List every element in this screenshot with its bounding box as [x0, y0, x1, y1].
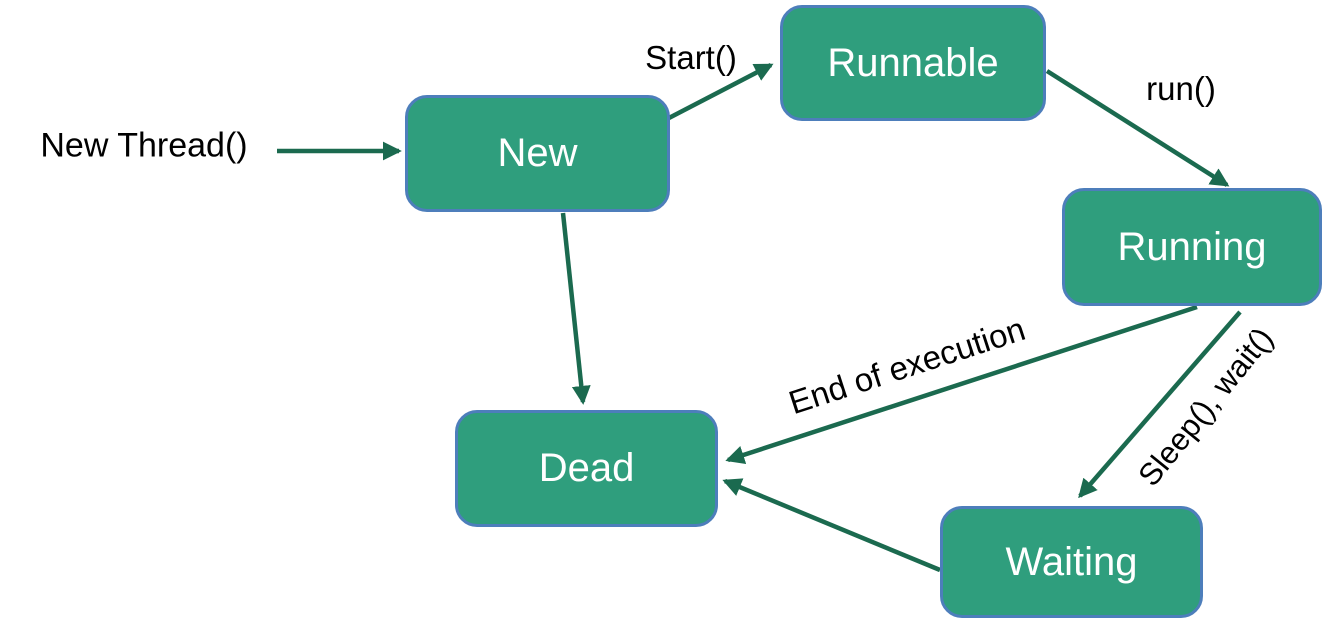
state-node-waiting-label: Waiting: [1005, 539, 1138, 584]
state-node-runnable: Runnable: [780, 5, 1046, 121]
state-node-running: Running: [1062, 188, 1322, 306]
arrow-new-to-runnable: [665, 63, 774, 121]
arrow-waiting-to-dead: [722, 478, 941, 573]
state-node-dead-label: Dead: [538, 446, 635, 490]
state-node-new-label: New: [497, 131, 578, 175]
state-node-new: New: [405, 95, 670, 212]
edge-label-new-thread: New Thread(): [40, 126, 248, 165]
state-node-dead: Dead: [455, 410, 718, 527]
state-node-running-label: Running: [1117, 224, 1267, 269]
arrow-new-to-dead: [560, 212, 591, 405]
arrow-running-to-dead: [725, 304, 1198, 465]
state-node-waiting: Waiting: [940, 506, 1203, 618]
edge-label-start: Start(): [645, 39, 737, 76]
state-node-runnable-label: Runnable: [827, 40, 999, 85]
arrow-running-to-waiting: [1078, 310, 1242, 499]
arrow-runnable-to-running: [1045, 69, 1230, 187]
edge-label-run: run(): [1146, 70, 1216, 107]
